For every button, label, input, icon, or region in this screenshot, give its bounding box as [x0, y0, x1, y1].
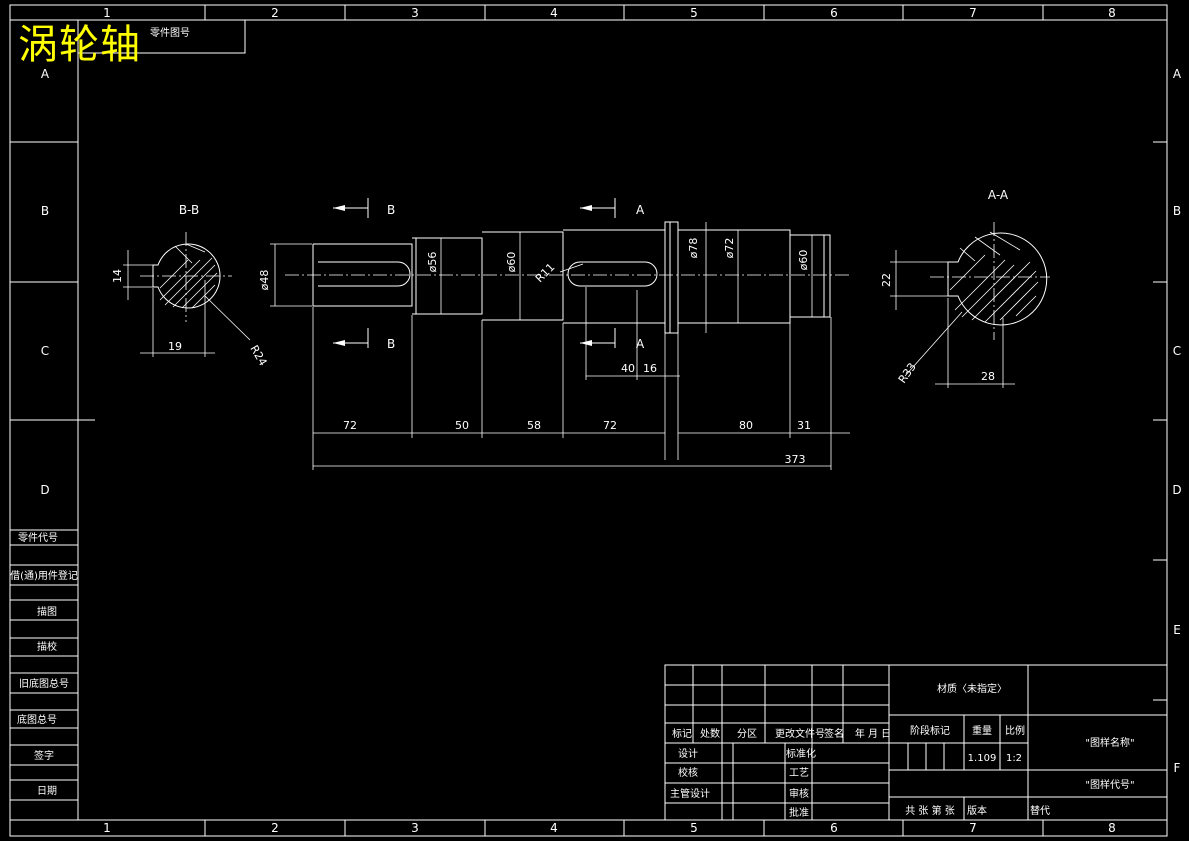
tb-material: 材质〈未指定〉: [937, 682, 1007, 695]
length-dimensions: 72 50 58 72 80 31 373 40 16: [312, 287, 850, 470]
dim-len-80: 80: [739, 419, 753, 432]
tb-col-zone: 分区: [737, 728, 757, 740]
tb-chief: 主管设计: [670, 787, 710, 800]
dim-dia-56: ø56: [426, 252, 439, 273]
tb-weight: 1.109: [968, 753, 997, 764]
section-bb-label: B-B: [179, 203, 199, 217]
dim-dia-48: ø48: [258, 270, 271, 291]
dim-dia-60a: ø60: [505, 252, 518, 273]
dim-aa-depth: 28: [981, 370, 995, 383]
tb-scale: 1:2: [1006, 753, 1022, 764]
zone-col-4-top: 4: [550, 6, 558, 20]
tb-review: 审核: [789, 787, 809, 800]
dim-len-40: 40: [621, 362, 635, 375]
tb-col-mark: 标记: [672, 728, 692, 740]
zone-col-6-bottom: 6: [830, 821, 838, 835]
zone-col-7-top: 7: [969, 6, 977, 20]
dim-len-58: 58: [527, 419, 541, 432]
zone-row-d-right: D: [1172, 483, 1181, 497]
zone-row-a-left: A: [41, 67, 50, 81]
tb-col-sign: 签名: [824, 727, 844, 740]
dim-len-72b: 72: [603, 419, 617, 432]
dim-len-31: 31: [797, 419, 811, 432]
tb-design: 设计: [678, 747, 698, 760]
tb-col-count: 处数: [700, 727, 720, 740]
dim-aa-width: 22: [880, 273, 893, 287]
dim-len-72a: 72: [343, 419, 357, 432]
sidebar-signature: 签字: [34, 749, 54, 762]
sidebar-date: 日期: [37, 785, 57, 797]
dim-dia-78: ø78: [687, 238, 700, 259]
zone-col-4-bottom: 4: [550, 821, 558, 835]
zone-labels: 1 2 3 4 5 6 7 8 1 2 3 4 5 6 7 8 A B C D …: [40, 6, 1182, 835]
zone-col-6-top: 6: [830, 6, 838, 20]
section-aa: A-A 22 28 R33: [880, 188, 1050, 388]
dim-bb-radius: R24: [247, 343, 269, 368]
dim-bb-width: 14: [111, 269, 124, 283]
zone-col-8-bottom: 8: [1108, 821, 1116, 835]
dim-len-50: 50: [455, 419, 469, 432]
zone-row-a-right: A: [1173, 67, 1182, 81]
zone-col-5-bottom: 5: [690, 821, 698, 835]
section-bb: B-B 14 19 R24: [111, 203, 269, 368]
dim-bb-depth: 19: [168, 340, 182, 353]
tb-replace: 替代: [1030, 804, 1050, 817]
zone-col-3-bottom: 3: [411, 821, 419, 835]
top-left-box-label: 零件图号: [150, 27, 190, 39]
zone-col-1-top: 1: [103, 6, 111, 20]
diameter-dimensions: ø48 ø56 ø60 ø78 ø72 ø60 R11: [258, 222, 813, 333]
tb-sheets: 共 张 第 张: [905, 804, 955, 817]
zone-col-1-bottom: 1: [103, 821, 111, 835]
sidebar-trace-check: 描校: [37, 640, 57, 653]
section-marker-b-bottom: B: [387, 337, 395, 351]
tb-scale-label: 比例: [1005, 724, 1025, 737]
zone-row-b-left: B: [41, 204, 49, 218]
tb-stage-mark: 阶段标记: [910, 724, 950, 737]
zone-row-b-right: B: [1173, 204, 1181, 218]
section-marker-b-top: B: [387, 203, 395, 217]
dim-dia-60b: ø60: [797, 250, 810, 271]
sidebar-master-no: 底图总号: [17, 713, 57, 726]
tb-drawing-name: "图样名称": [1085, 736, 1134, 749]
zone-col-8-top: 8: [1108, 6, 1116, 20]
tb-col-doc: 更改文件号: [775, 727, 825, 740]
zone-col-7-bottom: 7: [969, 821, 977, 835]
section-marker-a-top: A: [636, 203, 645, 217]
dim-len-16: 16: [643, 362, 657, 375]
drawing-title: 涡轮轴: [18, 22, 141, 68]
drawing-frame: [9, 4, 1168, 837]
tb-check: 校核: [678, 766, 698, 779]
sidebar-old-master-no: 旧底图总号: [19, 677, 69, 690]
zone-row-d-left: D: [40, 483, 49, 497]
shaft-main-view: [285, 221, 850, 334]
left-sidebar-table: 零件代号 借(通)用件登记 描图 描校 旧底图总号 底图总号 签字 日期: [10, 529, 78, 801]
zone-row-c-right: C: [1173, 344, 1181, 358]
tb-weight-label: 重量: [972, 724, 992, 737]
tb-version: 版本: [967, 804, 987, 817]
zone-row-e-right: E: [1173, 623, 1181, 637]
zone-row-f-right: F: [1174, 761, 1181, 775]
tb-col-date: 年 月 日: [855, 727, 891, 740]
section-marker-a-bottom: A: [636, 337, 645, 351]
sidebar-trace: 描图: [37, 605, 57, 618]
tb-drawing-code: "图样代号": [1085, 778, 1134, 791]
dim-total-length: 373: [785, 453, 806, 466]
zone-col-5-top: 5: [690, 6, 698, 20]
tb-approve: 批准: [789, 806, 809, 819]
sidebar-part-code: 零件代号: [18, 532, 58, 544]
section-markers: B B A A: [333, 198, 645, 351]
dim-dia-72: ø72: [723, 238, 736, 259]
zone-row-c-left: C: [41, 344, 49, 358]
sidebar-borrowed-register: 借(通)用件登记: [10, 569, 78, 582]
tb-process: 工艺: [789, 767, 809, 779]
zone-col-2-bottom: 2: [271, 821, 279, 835]
zone-col-3-top: 3: [411, 6, 419, 20]
section-aa-label: A-A: [988, 188, 1009, 202]
dim-keyway-radius: R11: [533, 261, 557, 285]
tb-standard: 标准化: [786, 747, 816, 760]
zone-col-2-top: 2: [271, 6, 279, 20]
title-block: 材质〈未指定〉 标记 处数 分区 更改文件号 签名 年 月 日 设计 标准化 校…: [664, 664, 1168, 821]
